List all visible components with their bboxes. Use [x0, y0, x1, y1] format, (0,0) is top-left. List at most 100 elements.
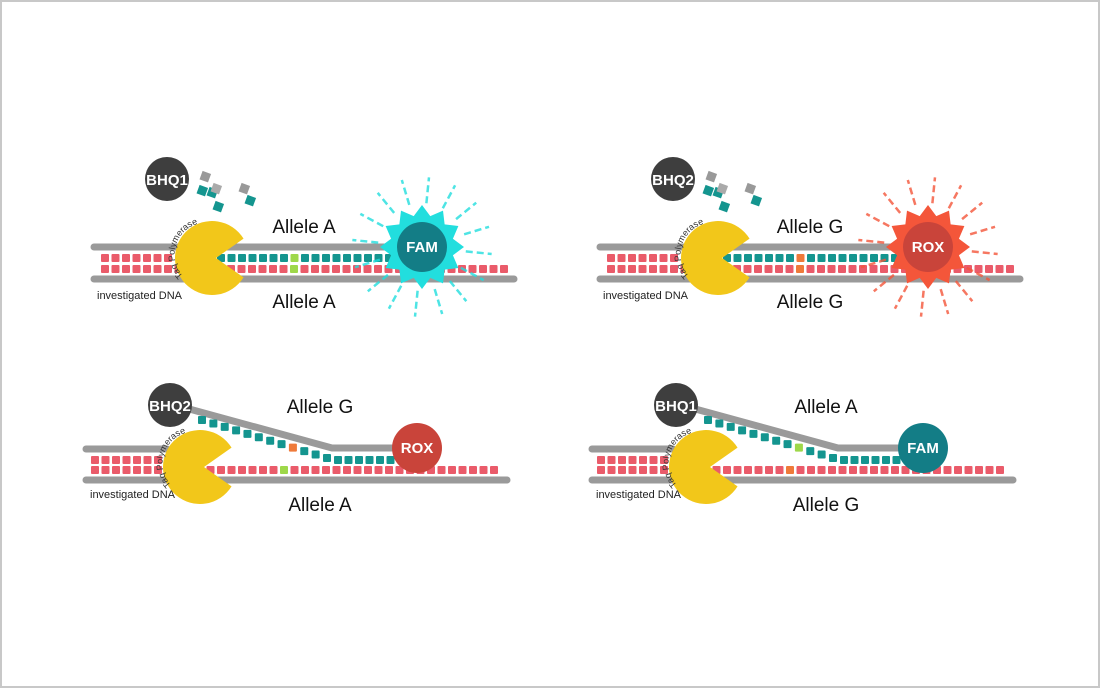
primer-base: [164, 254, 172, 262]
template-base: [133, 466, 141, 474]
template-base: [733, 466, 742, 474]
template-base: [649, 466, 658, 474]
probe-base: [376, 456, 384, 464]
template-base: [796, 265, 804, 273]
template-base: [290, 265, 298, 273]
primer-base: [607, 254, 615, 262]
template-base: [154, 466, 162, 474]
primer-base: [649, 456, 658, 464]
template-base: [806, 265, 815, 273]
template-base: [943, 466, 952, 474]
reporter-dye-label: FAM: [406, 239, 438, 256]
probe-strand: [684, 403, 917, 452]
probe-base: [364, 254, 372, 262]
template-base: [343, 466, 351, 474]
taq-polymerase-icon: [163, 429, 232, 505]
emission-ray: [425, 177, 431, 204]
quencher-label: BHQ1: [146, 172, 188, 189]
probe-base: [266, 436, 275, 445]
template-base: [363, 265, 372, 273]
template-base: [775, 265, 783, 273]
template-base: [217, 466, 225, 474]
template-base: [311, 466, 320, 474]
template-base: [237, 265, 246, 273]
template-base: [248, 466, 257, 474]
primer-base: [122, 254, 130, 262]
investigated-dna-label: investigated DNA: [97, 290, 183, 302]
template-base: [490, 466, 498, 474]
template-base: [817, 466, 826, 474]
emission-ray: [971, 250, 998, 256]
template-base: [838, 265, 846, 273]
template-base: [111, 265, 120, 273]
template-base: [849, 466, 857, 474]
probe-base: [198, 416, 206, 424]
reporter-dye: [903, 222, 953, 272]
probe-base: [280, 254, 288, 262]
emission-ray: [893, 285, 909, 310]
emission-ray: [433, 288, 444, 315]
primer-base: [132, 254, 141, 262]
primer-base: [154, 456, 162, 464]
probe-base: [807, 254, 815, 262]
probe-base: [277, 440, 286, 449]
probe-base: [243, 429, 252, 438]
template-base: [437, 466, 446, 474]
template-base: [290, 466, 299, 474]
template-base: [132, 265, 141, 273]
investigated-dna-label: investigated DNA: [90, 489, 176, 501]
template-base: [828, 466, 836, 474]
template-base: [322, 466, 330, 474]
template-base: [638, 265, 647, 273]
reporter-dye-label: FAM: [907, 440, 939, 457]
template-base: [744, 466, 752, 474]
probe-base: [334, 456, 342, 464]
template-base: [374, 466, 383, 474]
template-base: [122, 466, 131, 474]
template-base: [639, 466, 647, 474]
template-base: [870, 466, 878, 474]
probe-base: [760, 433, 769, 442]
template-allele-label: Allele G: [777, 292, 844, 313]
probe-base: [850, 456, 859, 464]
emission-ray: [873, 273, 895, 293]
template-allele-label: Allele A: [272, 292, 336, 313]
primer-base: [618, 456, 626, 464]
probe-base: [355, 456, 363, 464]
template-base: [238, 466, 246, 474]
primer-base: [639, 456, 647, 464]
template-base: [880, 265, 888, 273]
template-base: [500, 265, 508, 273]
released-fragment: [744, 182, 757, 195]
probe-base: [849, 254, 857, 262]
probe-base: [301, 254, 309, 262]
template-base: [101, 466, 110, 474]
probe-base: [311, 450, 320, 459]
probe-base: [715, 419, 724, 428]
probe-base: [765, 254, 773, 262]
probe-base: [248, 254, 257, 262]
template-base: [248, 265, 256, 273]
probe-base: [738, 426, 747, 435]
probe-base: [227, 254, 236, 262]
investigated-dna-label: investigated DNA: [596, 489, 682, 501]
template-base: [807, 466, 815, 474]
emission-ray: [367, 273, 389, 293]
probe-base: [332, 254, 341, 262]
probe-base: [723, 254, 731, 262]
template-base: [859, 466, 868, 474]
probe-base: [786, 254, 794, 262]
template-base: [153, 265, 162, 273]
template-base: [311, 265, 319, 273]
emission-ray: [352, 238, 379, 244]
template-base: [628, 265, 636, 273]
probe-base: [322, 254, 330, 262]
probe-base: [238, 254, 246, 262]
probe-strand: [178, 403, 411, 452]
quencher-label: BHQ2: [652, 172, 694, 189]
template-base: [364, 466, 372, 474]
released-fragment: [238, 182, 251, 195]
template-base: [618, 466, 626, 474]
